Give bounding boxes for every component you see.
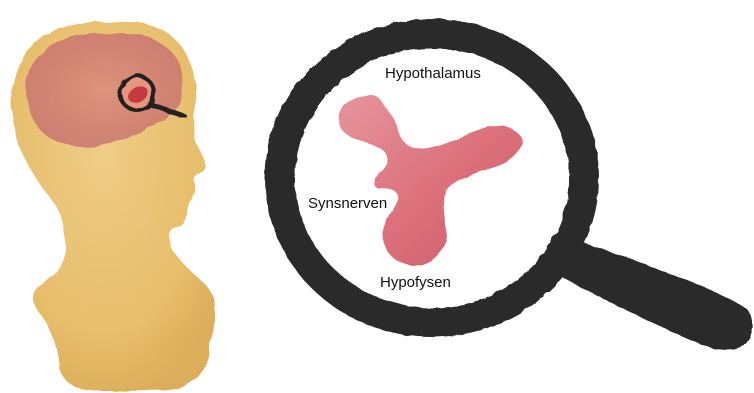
hypothalamus-label: Hypothalamus	[385, 66, 481, 81]
optic-nerve-label: Synsnerven	[308, 196, 387, 211]
pituitary-label: Hypofysen	[380, 275, 451, 290]
